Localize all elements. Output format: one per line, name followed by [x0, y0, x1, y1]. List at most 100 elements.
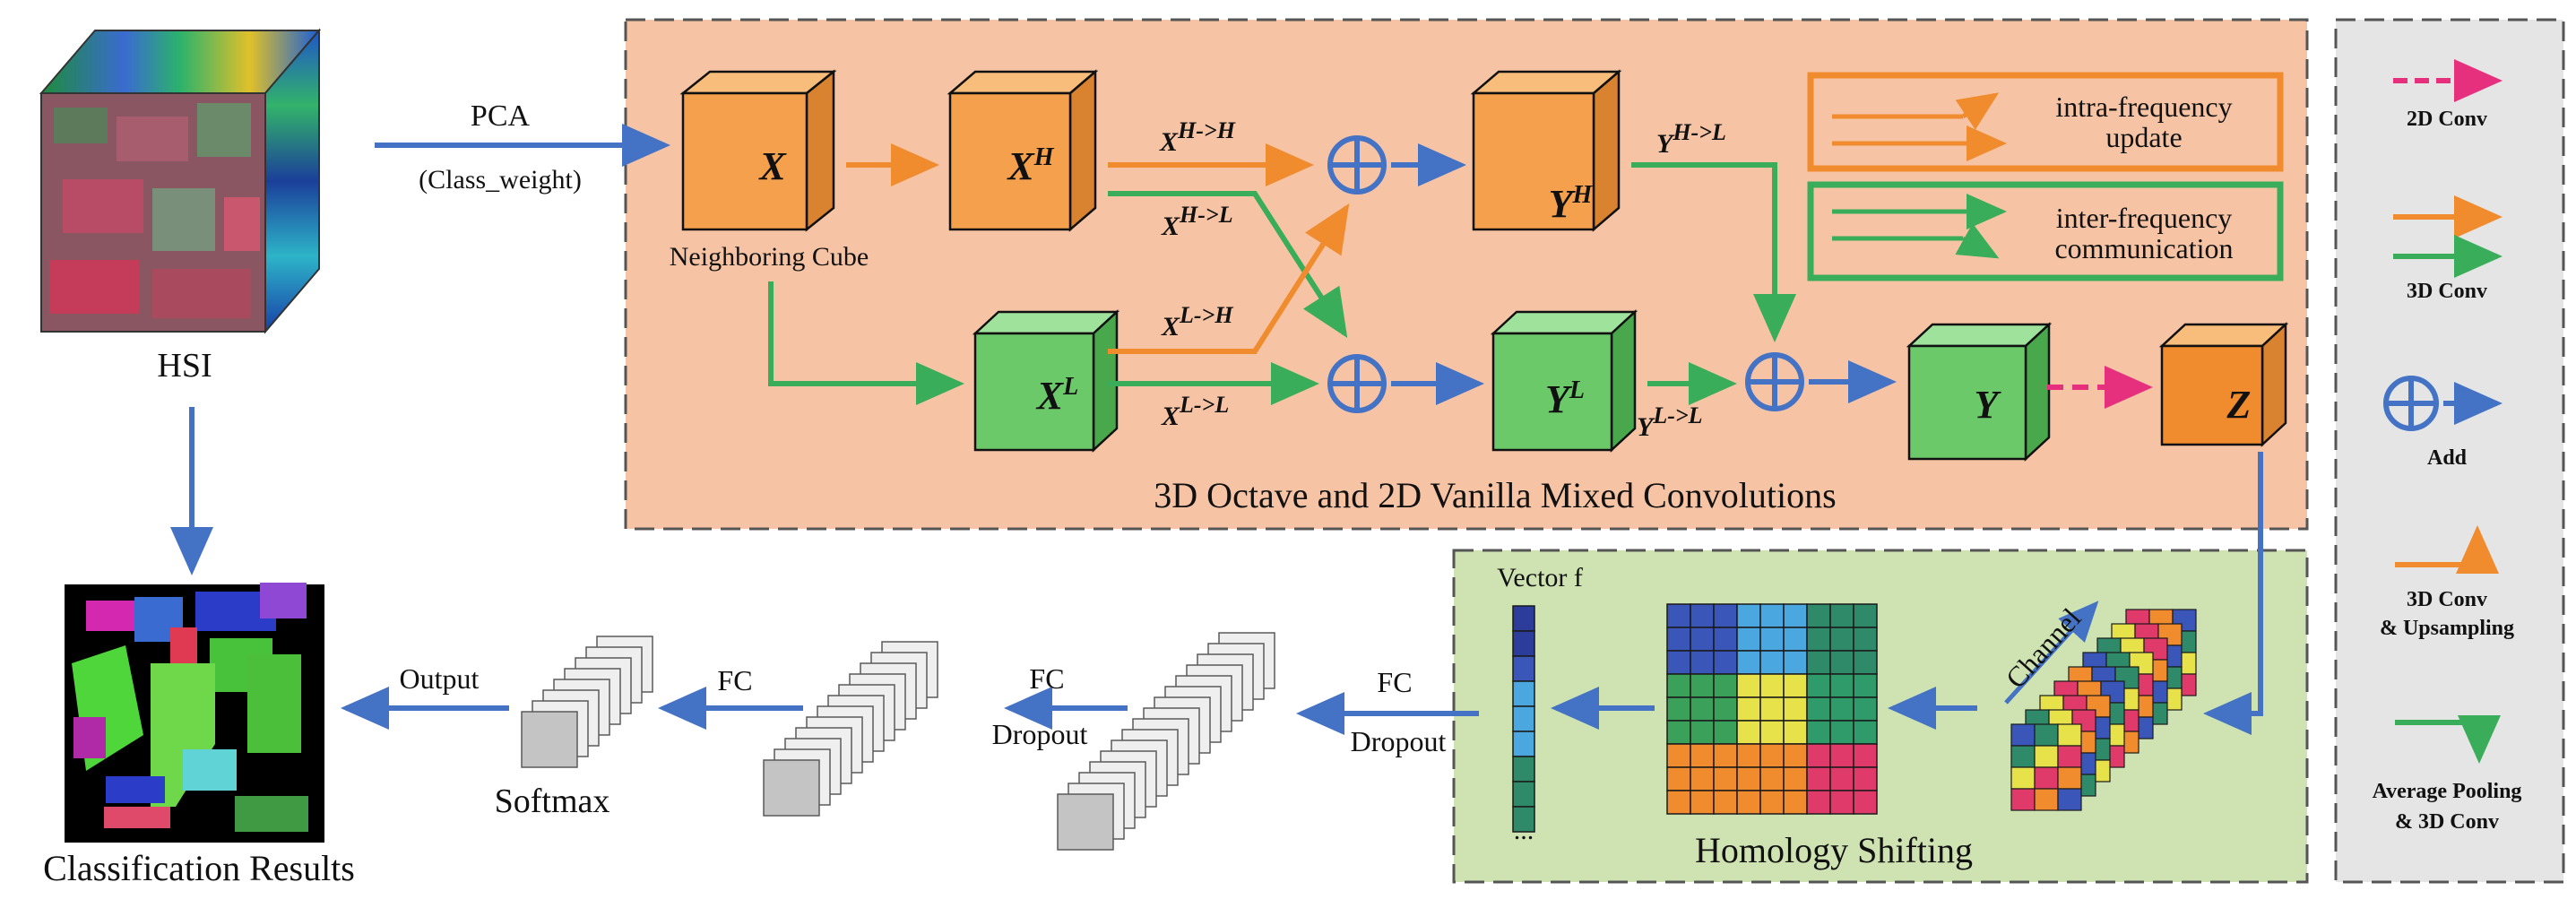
grid-cell: [1806, 743, 1831, 768]
legend-pooling-arrow: [2395, 715, 2501, 764]
legend-3d-conv-label: 3D Conv: [2407, 280, 2487, 303]
homology-title: Homology Shifting: [1695, 830, 1973, 870]
grid-cell: [1690, 627, 1715, 652]
grid-cell: [1853, 603, 1878, 628]
channel-arrow: [2004, 601, 2099, 705]
grid-cell: [1690, 673, 1715, 698]
grid-cell: [1829, 790, 1854, 815]
grid-cell: [1853, 766, 1878, 791]
grid-cell: [1829, 603, 1854, 628]
grid-cell: [1736, 627, 1761, 652]
arrow-xh-to-low-add: [1108, 191, 1348, 339]
grid-cell: [1759, 696, 1785, 722]
vector-cell: [1512, 680, 1535, 707]
fc2-label: FC: [1029, 662, 1064, 695]
add-high-icon: [1327, 135, 1387, 195]
grid-cell: [1759, 650, 1785, 675]
dropout1-label: Dropout: [1351, 725, 1447, 757]
grid-cell: [1690, 720, 1715, 745]
grid-cell: [1806, 627, 1831, 652]
grid-cell: [1666, 790, 1691, 815]
grid-cell: [1853, 650, 1878, 675]
octave-title: 3D Octave and 2D Vanilla Mixed Convoluti…: [1154, 475, 1836, 515]
feature-sheet: [763, 759, 820, 817]
intra-frequency-box: [1807, 72, 2284, 172]
grid-cell: [1783, 766, 1808, 791]
neighboring-cube-label: Neighboring Cube: [670, 242, 869, 272]
grid-cell: [1829, 696, 1854, 722]
edge-label-hl: XH->L: [1161, 202, 1233, 241]
grid-cell: [1666, 743, 1691, 768]
grid-cell: [1783, 627, 1808, 652]
cube-yl-label: YL: [1545, 376, 1585, 421]
pca-sublabel: (Class_weight): [419, 165, 582, 195]
grid-cell: [1783, 650, 1808, 675]
cube-x-label: X: [757, 144, 787, 188]
grid-cell: [1690, 766, 1715, 791]
grid-cell: [1806, 790, 1831, 815]
grid-cell: [1690, 650, 1715, 675]
grid-cell: [1783, 673, 1808, 698]
legend-add-icon: [2383, 376, 2439, 431]
channel-stack: [2010, 609, 2197, 811]
grid-cell: [1783, 696, 1808, 722]
grid-cell: [1829, 627, 1854, 652]
grid-cell: [1713, 603, 1738, 628]
grid-cell: [1806, 650, 1831, 675]
legend-upsampling-arrow: [2395, 525, 2499, 574]
grid-cell: [1690, 790, 1715, 815]
channel-slice-cell: [2057, 766, 2082, 790]
inter-label-1: inter-frequency: [2056, 202, 2233, 234]
softmax-stack: [521, 636, 653, 768]
fc1-label: FC: [1377, 666, 1412, 698]
grid-cell: [1829, 650, 1854, 675]
grid-cell: [1736, 790, 1761, 815]
grid-cell: [1666, 696, 1691, 722]
vector-cell: [1512, 630, 1535, 657]
grid-cell: [1853, 627, 1878, 652]
add-final-icon: [1745, 352, 1804, 411]
grid-cell: [1713, 743, 1738, 768]
feature-stack-1: [1057, 632, 1275, 851]
grid-cell: [1759, 673, 1785, 698]
classification-label: Classification Results: [43, 848, 355, 888]
intra-label-2: update: [2105, 121, 2182, 153]
fc3-label: FC: [717, 664, 752, 696]
channel-slice-cell: [2172, 609, 2197, 632]
edge-label-yhl: YH->L: [1656, 119, 1726, 159]
pca-label: PCA: [471, 99, 531, 133]
softmax-label: Softmax: [495, 783, 610, 820]
vector-f-label: Vector f: [1497, 563, 1583, 592]
cube-y: [1906, 322, 2053, 462]
homology-grid: [1666, 603, 1878, 815]
inter-label-2: communication: [2054, 232, 2233, 264]
channel-slice-cell: [2034, 723, 2059, 747]
grid-cell: [1853, 743, 1878, 768]
legend-add-label: Add: [2427, 446, 2468, 470]
cube-y-label: Y: [1975, 383, 2002, 427]
grid-cell: [1806, 766, 1831, 791]
cube-xh-label: XH: [1006, 143, 1054, 188]
edge-label-hh: XH->H: [1159, 117, 1236, 157]
cube-yh: [1470, 69, 1622, 232]
edge-label-lh: XL->H: [1161, 302, 1233, 342]
channel-slice-cell: [2010, 745, 2036, 768]
grid-cell: [1759, 603, 1785, 628]
dropout2-label: Dropout: [992, 718, 1088, 750]
legend-upsampling-label-1: 3D Conv: [2407, 588, 2487, 611]
vector-cell: [1512, 605, 1535, 632]
channel-slice-cell: [2057, 788, 2082, 811]
arrow-xl-to-high-add: [1108, 203, 1350, 354]
vector-cell: [1512, 806, 1535, 833]
grid-cell: [1759, 720, 1785, 745]
grid-cell: [1666, 650, 1691, 675]
vector-cell: [1512, 756, 1535, 783]
grid-cell: [1853, 673, 1878, 698]
cube-xl-label: XL: [1035, 373, 1078, 418]
grid-cell: [1759, 743, 1785, 768]
grid-cell: [1829, 720, 1854, 745]
vector-ellipsis: ...: [1514, 816, 1534, 845]
vector-cell: [1512, 655, 1535, 682]
grid-cell: [1829, 673, 1854, 698]
arrow-yh-to-final-add: [1631, 162, 1796, 342]
